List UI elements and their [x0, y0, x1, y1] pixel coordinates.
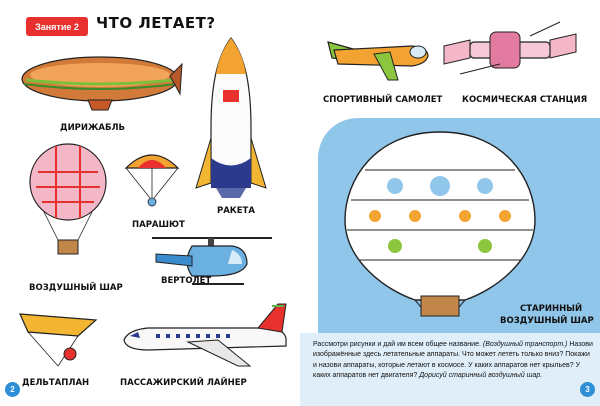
balloon-illustration	[29, 143, 107, 255]
label-airliner: ПАССАЖИРСКИЙ ЛАЙНЕР	[120, 378, 247, 388]
instruction-task: Дорисуй старинный воздушный шар.	[419, 371, 543, 379]
label-helicopter: ВЕРТОЛЕТ	[161, 276, 212, 286]
label-rocket: РАКЕТА	[217, 206, 255, 216]
page-title: ЧТО ЛЕТАЕТ?	[96, 14, 216, 32]
instruction-box	[300, 333, 600, 406]
rocket-illustration	[195, 36, 267, 198]
space-station-illustration	[443, 21, 577, 75]
parachute-illustration	[124, 154, 180, 207]
sport-plane-illustration	[327, 41, 429, 81]
instruction-text: Рассмотри рисунки и дай им всем общее на…	[313, 340, 595, 381]
helicopter-illustration	[152, 237, 272, 285]
page-number-left: 2	[5, 382, 20, 397]
label-vintage-balloon-line2: ВОЗДУШНЫЙ ШАР	[500, 316, 594, 326]
label-hang-glider: ДЕЛЬТАПЛАН	[22, 378, 90, 388]
label-parachute: ПАРАШЮТ	[132, 220, 185, 230]
label-balloon: ВОЗДУШНЫЙ ШАР	[29, 283, 123, 293]
instruction-question-2: Назови изображённые здесь летательные ап…	[313, 341, 593, 379]
instruction-answer: (Воздушный транспорт.)	[482, 341, 568, 348]
label-vintage-balloon-line1: СТАРИННЫЙ	[520, 304, 583, 314]
hang-glider-illustration	[19, 313, 98, 367]
label-airship: ДИРИЖАБЛЬ	[60, 123, 126, 133]
airliner-illustration	[123, 303, 287, 367]
instruction-question: Рассмотри рисунки и дай им всем общее на…	[313, 341, 481, 348]
label-sport-plane: СПОРТИВНЫЙ САМОЛЕТ	[323, 95, 443, 105]
lesson-tag: Занятие 2	[26, 17, 88, 36]
airship-illustration	[21, 56, 183, 111]
vintage-balloon-illustration	[344, 131, 536, 317]
label-space-station: КОСМИЧЕСКАЯ СТАНЦИЯ	[462, 95, 588, 105]
page-number-right: 3	[580, 382, 595, 397]
